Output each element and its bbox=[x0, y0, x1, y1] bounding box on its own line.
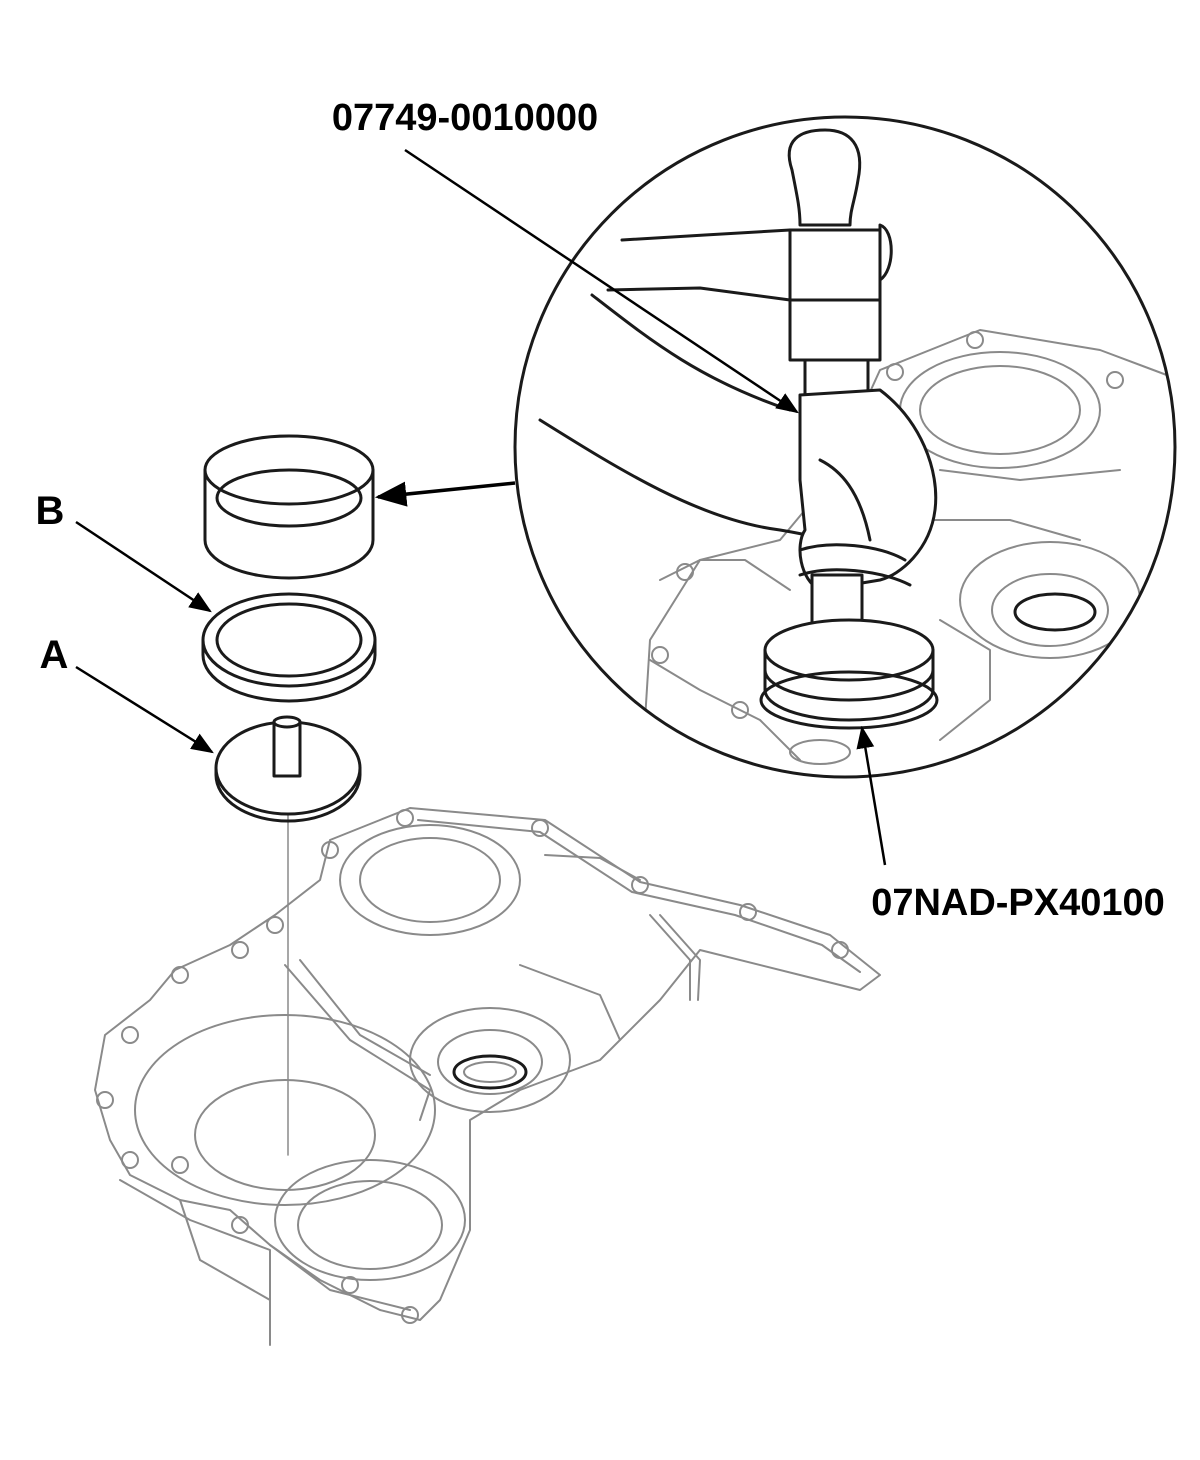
detail-circle-border bbox=[513, 115, 1177, 779]
leader-line-a bbox=[75, 665, 214, 754]
label-part-a: A bbox=[40, 633, 69, 677]
driver-attachment bbox=[759, 618, 939, 730]
label-driver-tool: 07749-0010000 bbox=[332, 97, 598, 139]
leader-line-b bbox=[75, 520, 212, 613]
bearing-outer-race bbox=[203, 434, 375, 580]
leader-line-attachment bbox=[856, 725, 887, 866]
hand bbox=[538, 228, 938, 592]
transmission-housing bbox=[94, 807, 881, 1346]
label-part-b: B bbox=[36, 489, 65, 533]
hammer bbox=[787, 128, 893, 397]
exploded-view-arrow bbox=[374, 481, 516, 507]
label-attachment-tool: 07NAD-PX40100 bbox=[871, 882, 1165, 924]
detail-housing bbox=[639, 329, 1175, 777]
shim-ring-b bbox=[201, 592, 377, 703]
oil-guide-plate-a bbox=[214, 715, 362, 823]
leader-line-driver bbox=[404, 148, 799, 414]
detail-view bbox=[513, 115, 1177, 779]
